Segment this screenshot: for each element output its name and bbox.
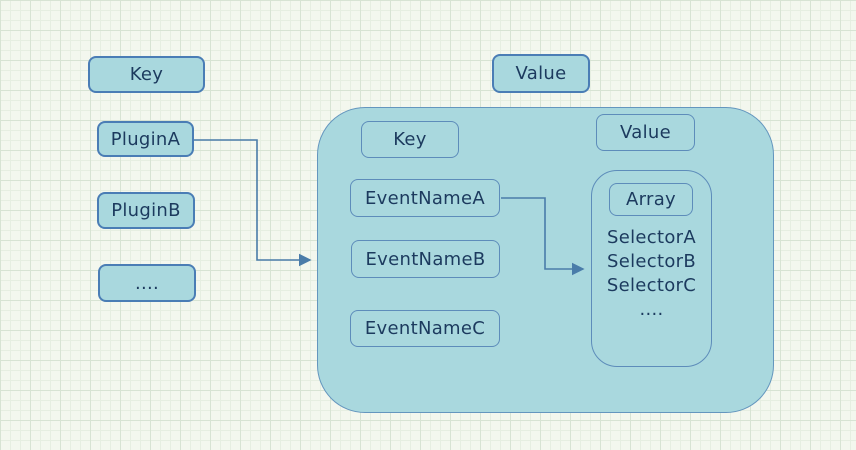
array-header-box: Array	[609, 183, 693, 216]
selector-item: ....	[639, 299, 664, 320]
selector-item: SelectorB	[607, 251, 696, 272]
selector-list: SelectorA SelectorB SelectorC ....	[591, 226, 712, 322]
event-name-c-node: EventNameC	[350, 310, 500, 347]
value-header-box: Value	[492, 54, 590, 93]
plugin-b-node: PluginB	[97, 192, 195, 229]
selector-item: SelectorC	[606, 275, 697, 296]
key-header-box: Key	[88, 56, 205, 93]
plugin-a-node: PluginA	[97, 121, 194, 157]
arrow-plugina-to-container	[194, 139, 312, 267]
inner-key-header-box: Key	[361, 121, 459, 158]
selector-item: SelectorA	[607, 227, 696, 248]
array-container	[591, 170, 712, 367]
plugin-ellipsis-node: ....	[98, 264, 196, 302]
event-name-a-node: EventNameA	[350, 179, 500, 217]
inner-value-header-box: Value	[596, 114, 695, 151]
event-name-b-node: EventNameB	[351, 240, 500, 278]
